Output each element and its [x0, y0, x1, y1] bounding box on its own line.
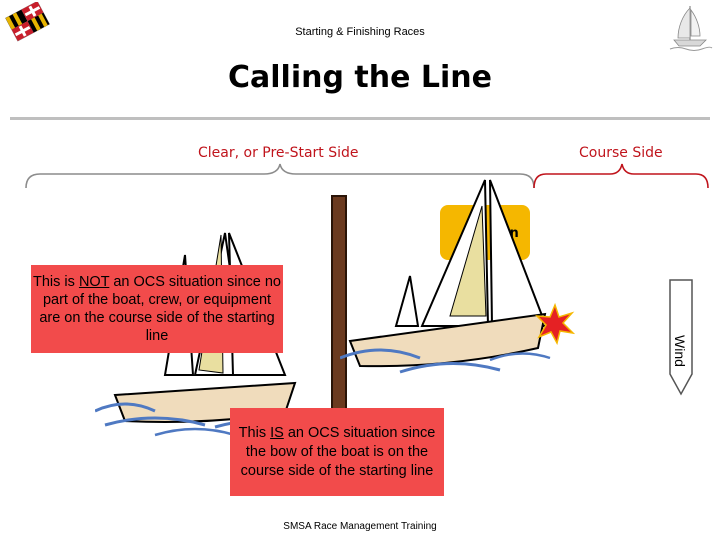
is-ocs-note-emph: IS [270, 425, 284, 441]
pre-start-side-label: Clear, or Pre-Start Side [198, 145, 359, 161]
footer-text: SMSA Race Management Training [0, 521, 720, 532]
ocs-bow-star-icon [535, 303, 575, 345]
is-ocs-note-pre: This [239, 425, 270, 441]
wind-label: Wind [668, 330, 692, 372]
right-sailboat [340, 176, 580, 406]
wind-label-text: Wind [672, 335, 688, 367]
course-side-label: Course Side [579, 145, 663, 161]
slide-title: Calling the Line [0, 60, 720, 95]
header-title: Starting & Finishing Races [0, 26, 720, 38]
is-ocs-note: This IS an OCS situation since the bow o… [230, 408, 444, 496]
not-ocs-note-pre: This is [33, 274, 79, 290]
not-ocs-note-emph: NOT [79, 274, 109, 290]
not-ocs-note: This is NOT an OCS situation since no pa… [31, 265, 283, 353]
title-divider [10, 117, 710, 120]
